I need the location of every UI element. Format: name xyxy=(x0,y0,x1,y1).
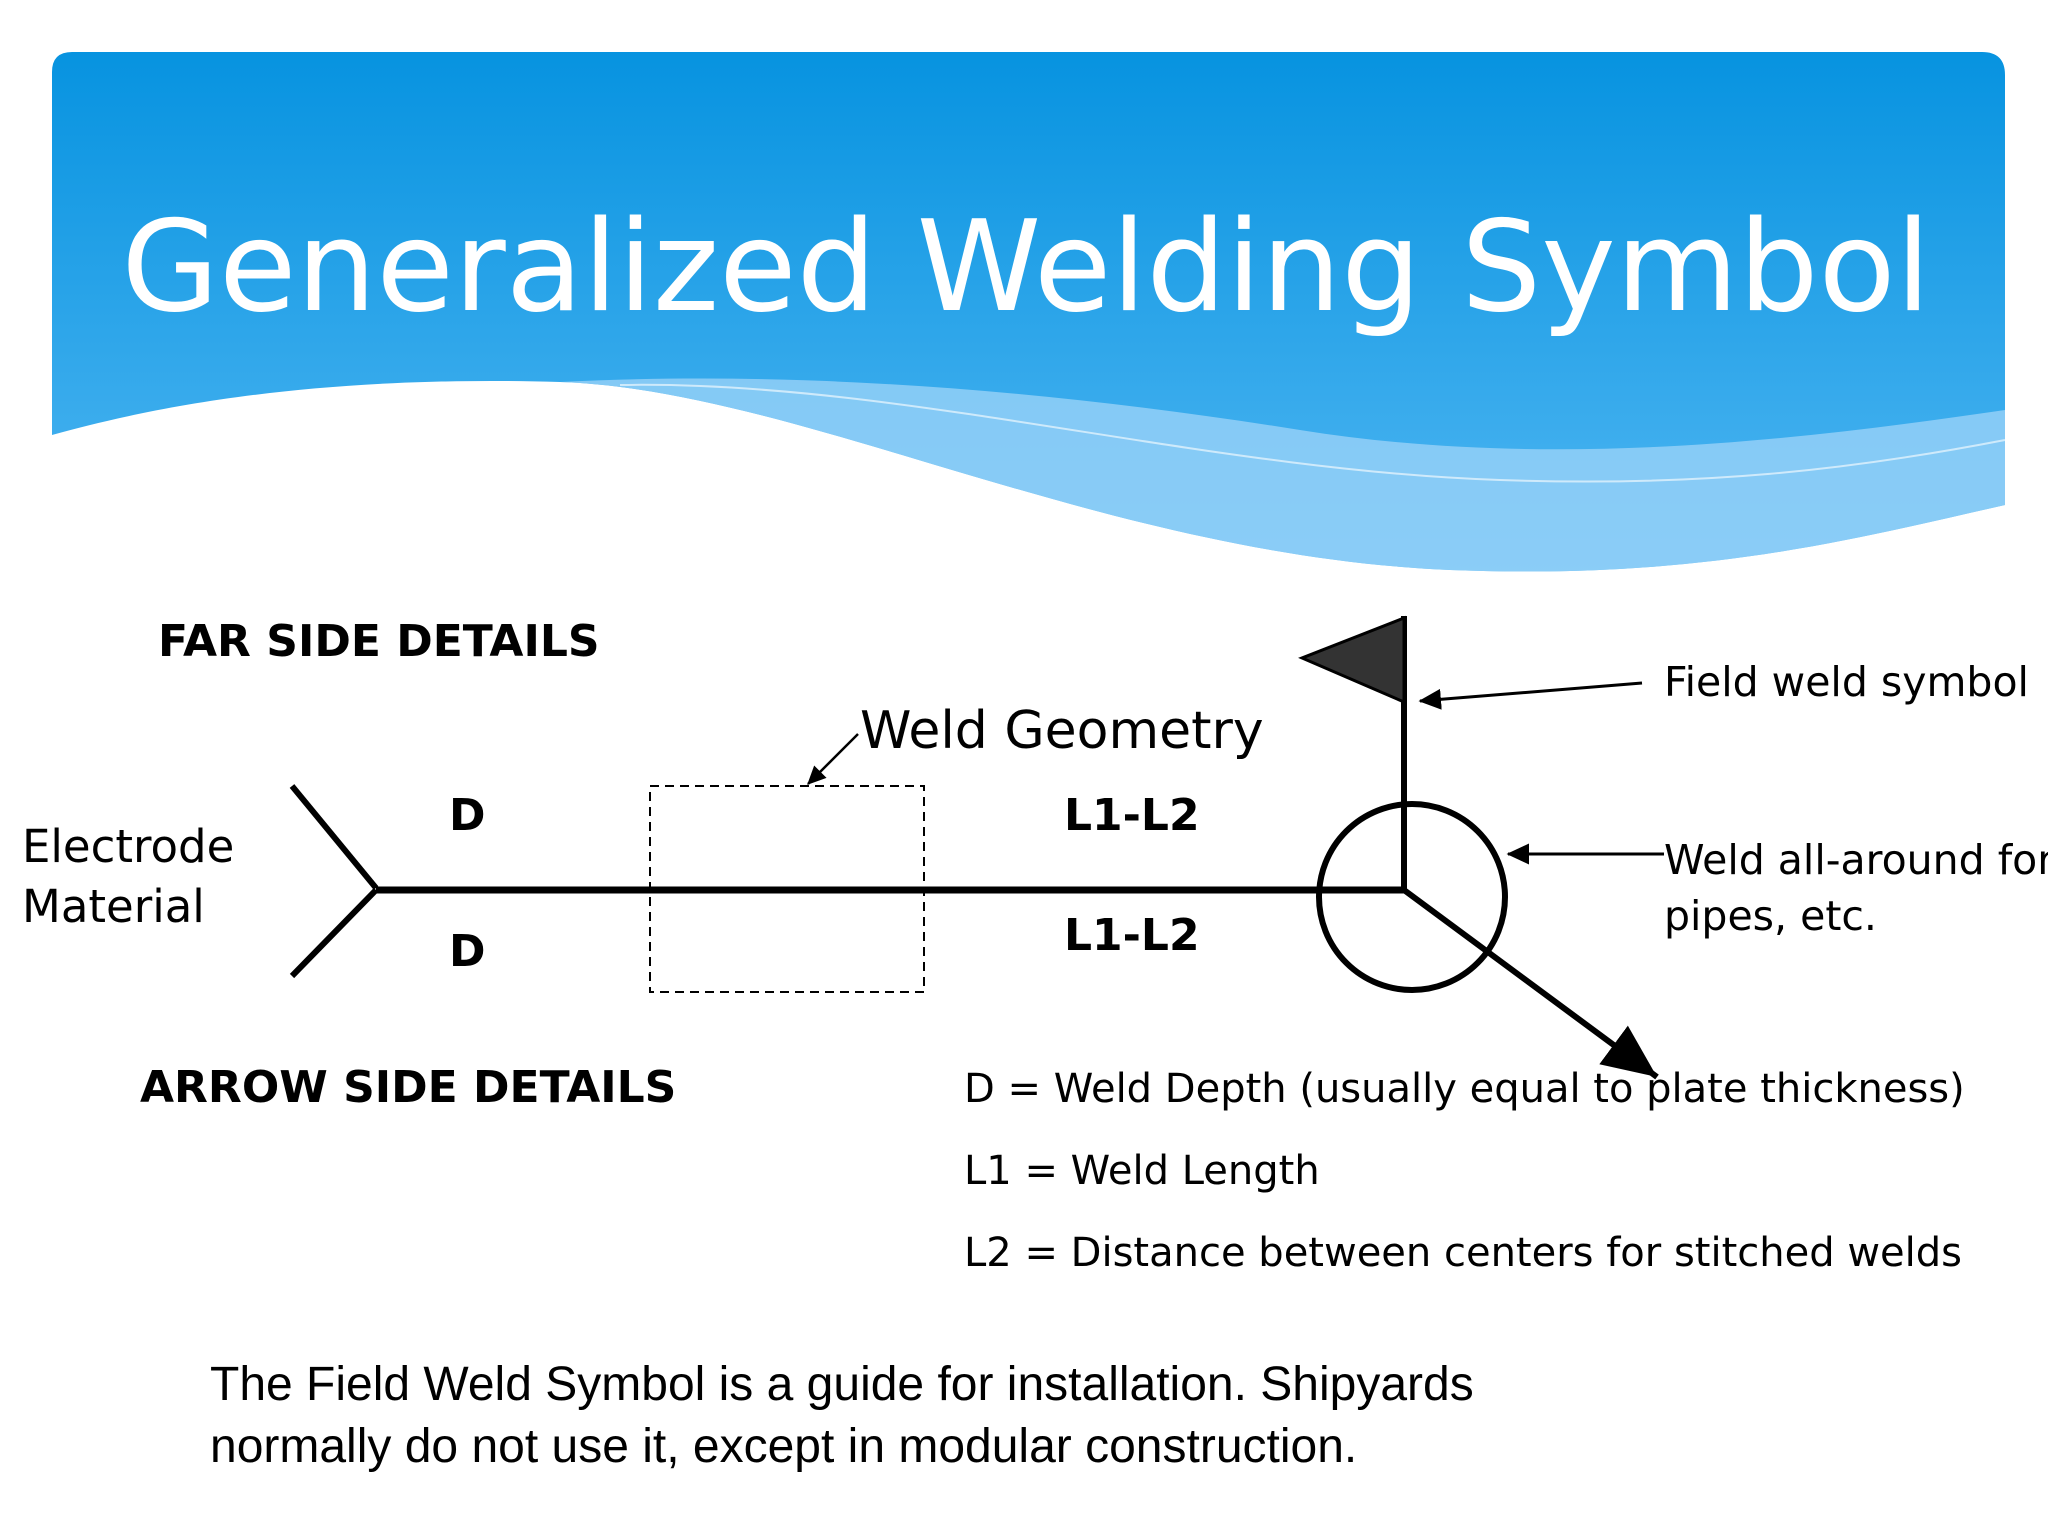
arrow-icon xyxy=(1402,887,1659,1080)
weld-all-around-circle-icon xyxy=(1316,801,1508,993)
electrode-label-line1: Electrode xyxy=(22,820,234,873)
legend-item-l1: L1 = Weld Length xyxy=(964,1148,1320,1194)
legend-item-d: D = Weld Depth (usually equal to plate t… xyxy=(964,1066,1965,1112)
footer-line2: normally do not use it, except in modula… xyxy=(210,1420,1357,1473)
arrow-side-length: L1-L2 xyxy=(1064,910,1200,961)
weld-geometry-box xyxy=(649,785,925,993)
far-side-depth: D xyxy=(449,790,486,841)
banner-wave xyxy=(560,378,2005,572)
tail-icon xyxy=(289,784,379,979)
banner-wave-line xyxy=(619,383,2006,483)
far-side-length: L1-L2 xyxy=(1064,790,1200,841)
field-weld-flag-icon xyxy=(1298,615,1407,890)
legend: D = Weld Depth (usually equal to plate t… xyxy=(964,1066,1965,1276)
arrow-side-heading: ARROW SIDE DETAILS xyxy=(140,1062,676,1113)
all-around-label-line2: pipes, etc. xyxy=(1664,892,1877,940)
banner-background xyxy=(52,52,2005,572)
field-weld-pointer xyxy=(1418,681,1643,710)
electrode-label-line2: Material xyxy=(22,880,205,933)
legend-item-l2: L2 = Distance between centers for stitch… xyxy=(964,1230,1962,1276)
field-weld-label: Field weld symbol xyxy=(1664,658,2029,706)
weld-geometry-pointer xyxy=(807,733,859,785)
title-banner: Generalized Welding Symbol xyxy=(52,52,2006,572)
footer-line1: The Field Weld Symbol is a guide for ins… xyxy=(210,1358,1474,1411)
page-title: Generalized Welding Symbol xyxy=(121,193,1930,340)
arrow-side-depth: D xyxy=(449,926,486,977)
far-side-heading: FAR SIDE DETAILS xyxy=(158,616,600,667)
all-around-label-line1: Weld all-around for xyxy=(1664,836,2048,884)
weld-geometry-label: Weld Geometry xyxy=(860,701,1264,761)
